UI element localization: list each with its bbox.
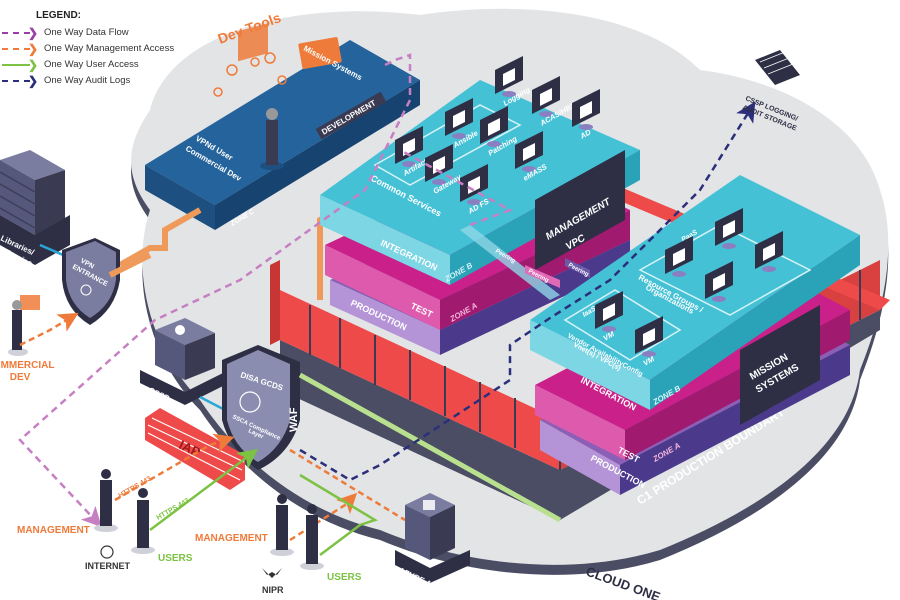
- paas-monitor: [715, 208, 743, 249]
- svg-text:WAF: WAF: [288, 407, 300, 432]
- cloud-one-label: CLOUD ONE: [584, 564, 663, 600]
- legend-title: LEGEND:: [36, 10, 81, 21]
- azure-icon: [423, 500, 435, 510]
- monitor-icon: [453, 110, 465, 128]
- paas-monitor: [705, 261, 733, 302]
- legend-label: One Way Audit Logs: [44, 75, 131, 86]
- internet-management-label: MANAGEMENT: [17, 525, 90, 536]
- monitor-icon: [523, 143, 535, 161]
- arrow-icon: ❯: [28, 42, 39, 56]
- network-icon: [80, 284, 92, 296]
- mission-systems-panel: MISSION SYSTEMS: [740, 305, 820, 425]
- nipr-users-label: USERS: [327, 572, 362, 583]
- https-mgmt-label: HTTPS 443: [118, 475, 153, 499]
- legend-line-swatch: [2, 32, 30, 34]
- monitor-icon: [673, 248, 685, 266]
- arrow-icon: ❯: [28, 74, 39, 88]
- monitor-icon: [713, 273, 725, 291]
- data-flow-line: [18, 53, 412, 528]
- legend-line-swatch: [2, 48, 30, 50]
- dev-tools-icons: [213, 52, 287, 97]
- monitor-icon: [763, 243, 775, 261]
- folder-icon: [298, 37, 342, 69]
- https-user-label: HTTPS 443: [156, 497, 191, 521]
- nipr-user-line: [299, 473, 378, 556]
- vpn-entrance-shield: VPN ENTRANCE: [62, 238, 120, 325]
- cssp-server: CSSP: [140, 318, 225, 405]
- azure-ad-server: AZURE AD: [395, 493, 470, 591]
- zone-c-connector: [118, 207, 202, 268]
- paas-monitor: [665, 236, 693, 277]
- libraries-server: Libraries/ Libraries: [0, 150, 70, 268]
- legend-item: ❯ One Way Management Access: [0, 42, 200, 56]
- waf-shield: DISA GCDS SSCA Compliance Layer WAF: [222, 345, 300, 470]
- monitor-icon: [433, 156, 445, 174]
- vpn-user-figure: [260, 108, 284, 170]
- monitor-icon: [403, 138, 415, 156]
- dev-screen-icon: [238, 23, 268, 62]
- globe-icon: [239, 391, 261, 413]
- zone-c-development-platform: Dev Tools Mission Systems DEVELOPMENT VP…: [145, 9, 420, 230]
- monitor-icon: [540, 88, 552, 106]
- legend-item: ❯ One Way Data Flow: [0, 26, 200, 40]
- arrow-icon: ❯: [28, 26, 39, 40]
- azure-mgmt-line: [289, 448, 406, 522]
- nipr-management-label: MANAGEMENT: [195, 533, 268, 544]
- air-force-icon: [262, 568, 282, 578]
- internet-label: INTERNET: [85, 561, 131, 571]
- internet-people: [94, 469, 155, 554]
- legend-item: ❯ One Way User Access: [0, 58, 200, 72]
- cssp-link: [199, 395, 226, 412]
- internet-mgmt-line: [114, 433, 235, 502]
- paas-monitor: [755, 231, 783, 272]
- arrow-icon: ❯: [28, 58, 39, 72]
- commercial-dev-label-2: DEV: [10, 372, 31, 383]
- internet-globe-icon: [100, 545, 114, 559]
- data-flow-line-2: [399, 148, 513, 227]
- monitor-icon: [723, 220, 735, 238]
- legend-label: One Way Data Flow: [44, 27, 129, 38]
- monitor-icon: [503, 68, 515, 86]
- cssp-lock-icon: [175, 325, 185, 335]
- legend-label: One Way User Access: [44, 59, 139, 70]
- audit-log-line: [299, 101, 756, 482]
- monitor-icon: [488, 118, 500, 136]
- legend-line-swatch: [2, 80, 30, 82]
- commercial-dev-mgmt-line: [19, 312, 79, 347]
- internet-users-label: USERS: [158, 553, 193, 564]
- flow-lines: [18, 53, 756, 556]
- internet-user-line: [149, 449, 258, 531]
- legend-item: ❯ One Way Audit Logs: [0, 74, 200, 88]
- legend-line-swatch: [2, 64, 30, 66]
- commercial-dev-figure: [8, 295, 40, 356]
- commercial-dev-label-1: COMMERCIAL: [0, 360, 54, 371]
- monitor-icon: [643, 328, 655, 346]
- nipr-people: [270, 494, 324, 570]
- monitor-icon: [603, 303, 615, 321]
- nipr-label: NIPR: [262, 585, 284, 595]
- legend-label: One Way Management Access: [44, 43, 175, 54]
- user-access-band: [298, 372, 562, 523]
- monitor-icon: [580, 101, 592, 119]
